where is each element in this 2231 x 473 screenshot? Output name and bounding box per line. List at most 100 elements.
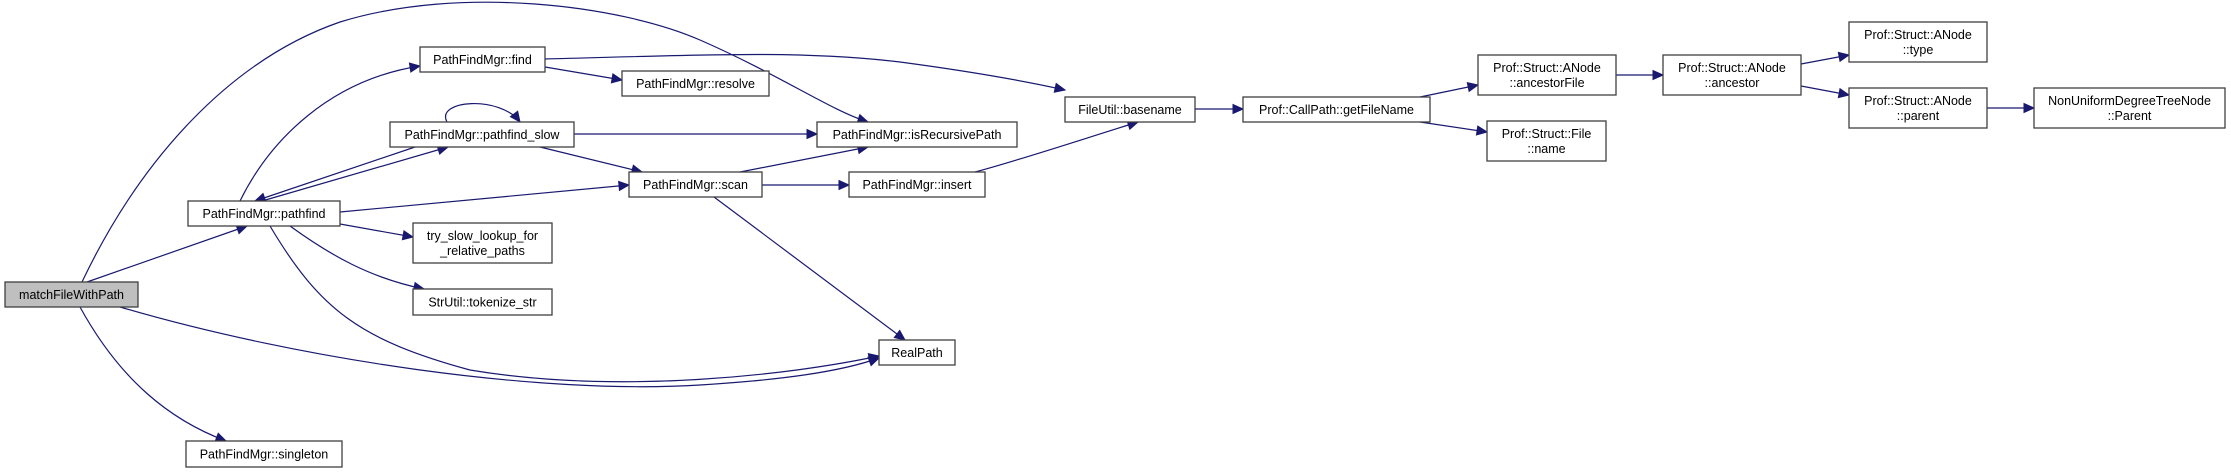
node-label: PathFindMgr::scan: [643, 178, 748, 192]
node-fileName[interactable]: Prof::Struct::File::name: [1486, 120, 1607, 162]
node-box[interactable]: [185, 440, 343, 468]
node-box[interactable]: [4, 281, 139, 308]
node-matchFileWithPath[interactable]: matchFileWithPath: [4, 281, 139, 308]
node-label: PathFindMgr::resolve: [636, 77, 755, 91]
edge-line: [86, 225, 248, 283]
node-label: _relative_paths: [439, 244, 525, 258]
edge-pathfind-to-RealPath: [269, 225, 881, 383]
node-label: Prof::Struct::ANode: [1864, 28, 1972, 42]
nodes-layer: matchFileWithPathPathFindMgr::pathfindPa…: [4, 21, 2226, 468]
node-getFileName[interactable]: Prof::CallPath::getFileName: [1242, 96, 1431, 123]
arrowhead-icon: [408, 62, 422, 73]
edge-getFileName-to-ancestorFile: [1419, 81, 1480, 98]
node-resolve[interactable]: PathFindMgr::resolve: [621, 70, 770, 97]
edge-line: [254, 146, 416, 202]
node-find[interactable]: PathFindMgr::find: [419, 46, 546, 73]
node-label: Prof::Struct::ANode: [1493, 61, 1601, 75]
node-label: PathFindMgr::insert: [862, 178, 972, 192]
node-box[interactable]: [412, 288, 553, 316]
arrowhead-icon: [1837, 87, 1851, 99]
edge-line: [339, 223, 414, 238]
node-box[interactable]: [187, 200, 341, 227]
node-NUParent[interactable]: NonUniformDegreeTreeNode::Parent: [2033, 87, 2226, 129]
node-label: StrUtil::tokenize_str: [428, 296, 536, 310]
edge-pathfind-to-try_slow: [339, 223, 415, 241]
arrowhead-icon: [1652, 69, 1665, 81]
node-tokenize[interactable]: StrUtil::tokenize_str: [412, 288, 553, 316]
node-label: ::Parent: [2108, 109, 2152, 123]
edge-line: [539, 146, 643, 173]
node-box[interactable]: [848, 171, 986, 198]
node-box[interactable]: [1064, 96, 1196, 123]
arrowhead-icon: [806, 128, 819, 140]
arrowhead-icon: [1475, 125, 1489, 136]
node-ancestor[interactable]: Prof::Struct::ANode::ancestor: [1662, 54, 1802, 96]
node-label: matchFileWithPath: [19, 288, 124, 302]
edge-matchFileWithPath-to-singleton: [79, 306, 228, 443]
node-scan[interactable]: PathFindMgr::scan: [628, 171, 763, 198]
edge-basename-to-getFileName: [1195, 103, 1245, 115]
edge-pathfind_slow-to-pathfind: [253, 146, 416, 203]
edge-scan-to-RealPath: [713, 196, 906, 341]
node-singleton[interactable]: PathFindMgr::singleton: [185, 440, 343, 468]
edge-pathfind-to-find: [239, 62, 422, 202]
edge-ancestor-to-parent: [1800, 85, 1851, 99]
node-label: FileUtil::basename: [1078, 103, 1182, 117]
edge-find-to-basename: [544, 53, 1067, 93]
node-box[interactable]: [1848, 87, 1988, 129]
node-box[interactable]: [419, 46, 546, 73]
edge-find-to-resolve: [544, 66, 624, 84]
node-box[interactable]: [1662, 54, 1802, 96]
node-box[interactable]: [389, 121, 575, 148]
node-pathfind[interactable]: PathFindMgr::pathfind: [187, 200, 341, 227]
node-label: PathFindMgr::find: [433, 53, 532, 67]
arrowhead-icon: [2023, 102, 2036, 114]
node-label: ::type: [1903, 43, 1934, 57]
node-label: Prof::CallPath::getFileName: [1259, 103, 1414, 117]
node-pathfind_slow[interactable]: PathFindMgr::pathfind_slow: [389, 121, 575, 148]
edge-pathfind_slow-to-pathfind_slow: [444, 103, 521, 123]
node-label: PathFindMgr::singleton: [200, 448, 329, 462]
arrowhead-icon: [867, 353, 881, 364]
node-box[interactable]: [1242, 96, 1431, 123]
edge-line: [339, 184, 630, 213]
node-label: ::ancestorFile: [1509, 76, 1584, 90]
edge-line: [261, 146, 449, 202]
arrowhead-icon: [1053, 82, 1067, 93]
node-type[interactable]: Prof::Struct::ANode::type: [1848, 21, 1988, 63]
node-label: Prof::Struct::File: [1502, 127, 1592, 141]
edge-line: [289, 225, 425, 290]
edge-scan-to-insert: [762, 179, 851, 191]
node-basename[interactable]: FileUtil::basename: [1064, 96, 1196, 123]
node-parent[interactable]: Prof::Struct::ANode::parent: [1848, 87, 1988, 129]
node-box[interactable]: [816, 121, 1018, 148]
edge-scan-to-isRecursivePath: [739, 143, 870, 173]
node-box[interactable]: [1848, 21, 1988, 63]
node-label: ::ancestor: [1705, 76, 1760, 90]
node-box[interactable]: [621, 70, 770, 97]
edge-line: [81, 1, 869, 283]
node-box[interactable]: [1486, 120, 1607, 162]
node-isRecursivePath[interactable]: PathFindMgr::isRecursivePath: [816, 121, 1018, 148]
node-box[interactable]: [2033, 87, 2226, 129]
node-box[interactable]: [412, 222, 553, 264]
edge-line: [239, 65, 421, 202]
node-label: ::name: [1527, 142, 1565, 156]
edge-line: [739, 146, 869, 173]
node-RealPath[interactable]: RealPath: [878, 339, 956, 366]
node-ancestorFile[interactable]: Prof::Struct::ANode::ancestorFile: [1477, 54, 1617, 96]
edge-ancestor-to-type: [1800, 51, 1851, 65]
arrowhead-icon: [893, 329, 906, 341]
node-insert[interactable]: PathFindMgr::insert: [848, 171, 986, 198]
node-box[interactable]: [1477, 54, 1617, 96]
node-try_slow[interactable]: try_slow_lookup_for_relative_paths: [412, 222, 553, 264]
node-label: Prof::Struct::ANode: [1678, 61, 1786, 75]
node-label: PathFindMgr::pathfind_slow: [405, 128, 561, 142]
edge-line: [444, 103, 521, 123]
edge-line: [79, 306, 227, 442]
node-box[interactable]: [628, 171, 763, 198]
edge-line: [119, 306, 880, 388]
node-box[interactable]: [878, 339, 956, 366]
arrowhead-icon: [838, 179, 851, 191]
